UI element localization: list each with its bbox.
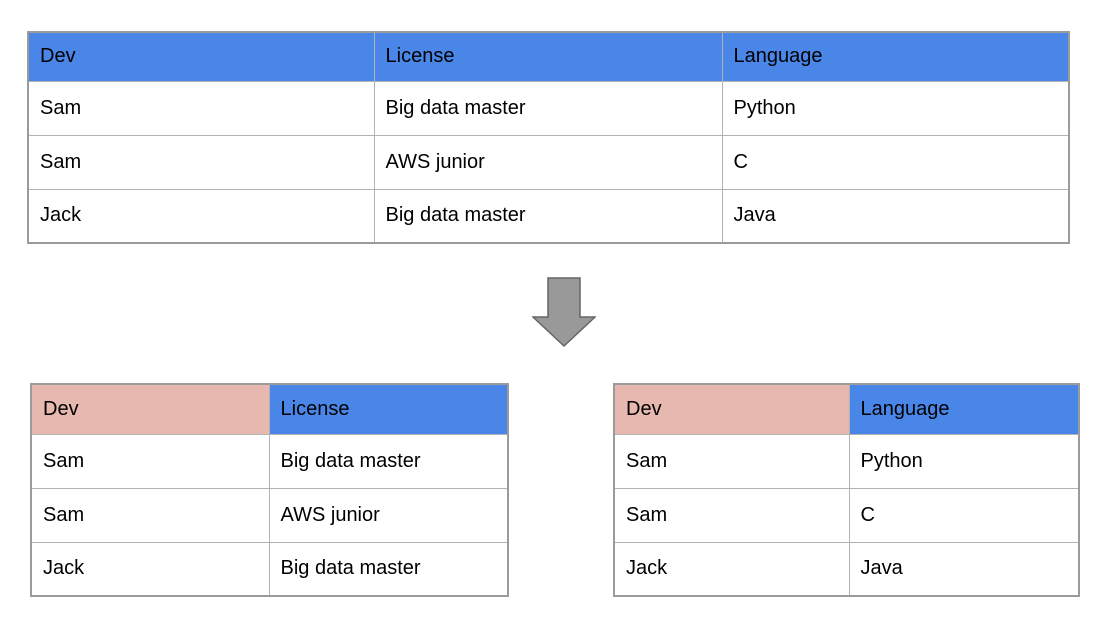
license-table: Dev License Sam Big data master Sam AWS … bbox=[30, 383, 509, 597]
table-row: Jack Java bbox=[613, 541, 1080, 597]
source-table: Dev License Language Sam Big data master… bbox=[27, 31, 1070, 244]
table-cell: AWS junior bbox=[373, 134, 723, 190]
table-row: Jack Big data master Java bbox=[27, 188, 1070, 244]
table-row: Sam Python bbox=[613, 433, 1080, 489]
table-cell: Big data master bbox=[268, 541, 509, 597]
table-cell: Big data master bbox=[373, 188, 723, 244]
table-cell: Sam bbox=[27, 134, 375, 190]
table-row: Sam Big data master Python bbox=[27, 80, 1070, 136]
table-cell: AWS junior bbox=[268, 487, 509, 543]
table-cell: Sam bbox=[30, 487, 270, 543]
table-header-row: Dev License Language bbox=[27, 31, 1070, 82]
table-cell: Python bbox=[721, 80, 1070, 136]
table-cell: Sam bbox=[613, 433, 850, 489]
table-row: Sam AWS junior C bbox=[27, 134, 1070, 190]
table-header-row: Dev License bbox=[30, 383, 509, 435]
table-cell: Big data master bbox=[268, 433, 509, 489]
table-row: Sam C bbox=[613, 487, 1080, 543]
arrow-down-shape bbox=[531, 277, 597, 348]
table-cell: Jack bbox=[613, 541, 850, 597]
table-cell: Java bbox=[721, 188, 1070, 244]
table-cell: Big data master bbox=[373, 80, 723, 136]
arrow-down-icon bbox=[531, 277, 597, 348]
table-header-row: Dev Language bbox=[613, 383, 1080, 435]
language-table: Dev Language Sam Python Sam C Jack Java bbox=[613, 383, 1080, 597]
license-table-header-dev: Dev bbox=[30, 383, 270, 435]
table-cell: Jack bbox=[30, 541, 270, 597]
source-header-language: Language bbox=[721, 31, 1070, 82]
table-cell: Python bbox=[848, 433, 1080, 489]
table-cell: Sam bbox=[613, 487, 850, 543]
table-row: Jack Big data master bbox=[30, 541, 509, 597]
license-table-header-license: License bbox=[268, 383, 509, 435]
source-header-dev: Dev bbox=[27, 31, 375, 82]
table-cell: C bbox=[721, 134, 1070, 190]
language-table-header-language: Language bbox=[848, 383, 1080, 435]
language-table-header-dev: Dev bbox=[613, 383, 850, 435]
table-cell: Jack bbox=[27, 188, 375, 244]
table-row: Sam AWS junior bbox=[30, 487, 509, 543]
table-row: Sam Big data master bbox=[30, 433, 509, 489]
table-cell: Sam bbox=[27, 80, 375, 136]
table-cell: C bbox=[848, 487, 1080, 543]
source-header-license: License bbox=[373, 31, 723, 82]
table-cell: Java bbox=[848, 541, 1080, 597]
table-cell: Sam bbox=[30, 433, 270, 489]
